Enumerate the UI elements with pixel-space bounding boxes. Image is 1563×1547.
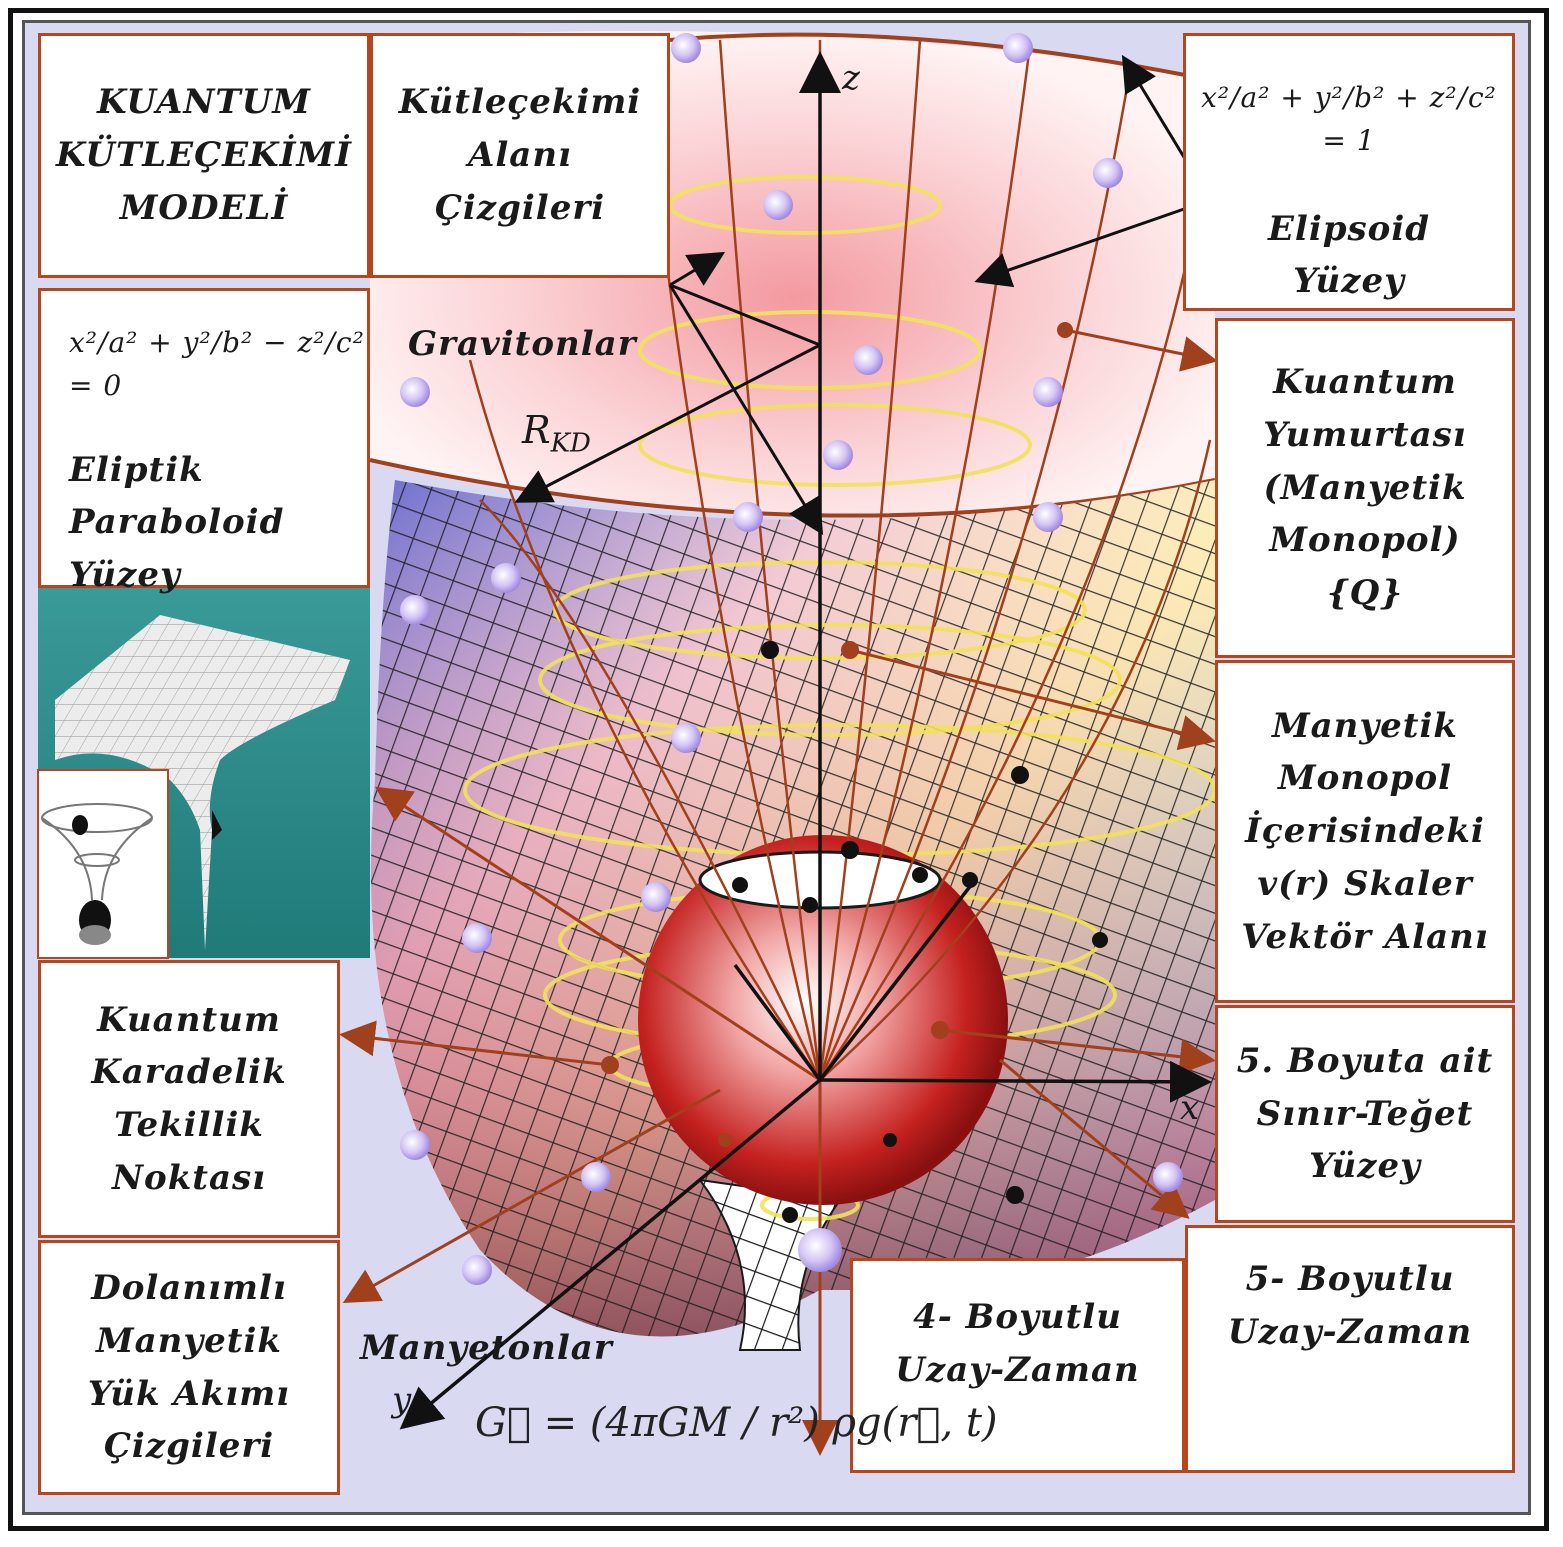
title-line-2: KÜTLEÇEKİMİ <box>55 135 353 176</box>
boundary-line-1: 5. Boyuta ait <box>1236 1040 1494 1081</box>
scalar-field-line-1: Manyetik <box>1272 705 1458 746</box>
magnetic-current-line-3: Yük Akımı <box>87 1373 291 1414</box>
inset-singularity-marker <box>212 810 222 840</box>
spacetime-4d-line-1: 4- Boyutlu <box>913 1297 1122 1337</box>
title-line-3: MODELİ <box>119 187 289 228</box>
inset-lower-blob-shadow <box>79 925 111 945</box>
ellipsoid-line-1: Elipsoid <box>1267 208 1431 249</box>
quantum-egg-line-5: {Q} <box>1326 573 1404 614</box>
quantum-egg-line-4: Monopol) <box>1269 520 1461 561</box>
radius-label: RKD <box>522 408 591 459</box>
paraboloid-equation: x²/a² + y²/b² − z²/c² = 0 <box>69 326 365 403</box>
field-line-dots <box>601 322 1073 1147</box>
boundary-box: 5. Boyuta ait Sınır-Teğet Yüzey <box>1215 1005 1515 1223</box>
blackhole-box: Kuantum Karadelik Tekillik Noktası <box>38 960 340 1238</box>
quantum-egg-box: Kuantum Yumurtası (Manyetik Monopol) {Q} <box>1215 318 1515 658</box>
paraboloid-box: x²/a² + y²/b² − z²/c² = 0 Eliptik Parabo… <box>38 288 370 595</box>
coordinate-axes <box>399 51 1212 1430</box>
quantum-egg-line-1: Kuantum <box>1273 362 1457 403</box>
singularity-point <box>798 1228 842 1272</box>
inset-paraboloid-grid <box>55 615 350 950</box>
ellipsoid-top-rim <box>669 32 1186 77</box>
blackhole-line-3: Tekillik <box>114 1105 264 1145</box>
boundary-line-3: Yüzey <box>1309 1146 1421 1187</box>
scalar-field-line-2: Monopol <box>1277 758 1453 799</box>
gravitons <box>400 33 1183 1285</box>
magnetic-current-line-1: Dolanımlı <box>91 1268 287 1309</box>
funnel-mesh <box>700 1180 840 1350</box>
inset-funnel-drawing <box>41 803 153 901</box>
ellipsoid-equation: x²/a² + y²/b² + z²/c² = 1 <box>1201 81 1497 158</box>
magnetic-current-box: Dolanımlı Manyetik Yük Akımı Çizgileri <box>38 1240 340 1495</box>
ellipsoid-line-2: Yüzey <box>1293 261 1405 302</box>
spacetime-5d-line-2: Uzay-Zaman <box>1227 1311 1473 1352</box>
z-axis-label: z <box>842 58 860 98</box>
radius-symbol: R <box>522 408 551 452</box>
paraboloid-line-2: Paraboloid <box>69 502 285 543</box>
magnetic-current-line-4: Çizgileri <box>103 1426 275 1467</box>
gravitons-label: Gravitonlar <box>408 324 637 364</box>
title-line-1: KUANTUM <box>97 82 311 123</box>
blackhole-line-1: Kuantum <box>97 999 281 1040</box>
brown-indicator-arrows <box>339 328 1218 1456</box>
scalar-field-line-3: İçerisindeki <box>1245 811 1485 852</box>
paraboloid-line-1: Eliptik <box>69 449 204 490</box>
x-axis-label: x <box>1180 1088 1200 1128</box>
quantum-egg-line-2: Yumurtası <box>1263 414 1467 455</box>
field-lines-box: Kütleçekimi Alanı Çizgileri <box>370 33 670 278</box>
blackhole-line-2: Karadelik <box>91 1052 287 1093</box>
blackhole-line-4: Noktası <box>111 1157 267 1198</box>
field-lines-line-1: Kütleçekimi <box>398 82 642 123</box>
y-axis-label: y <box>392 1380 412 1420</box>
field-lines-line-2: Alanı <box>468 135 572 176</box>
quantum-egg-line-3: (Manyetik <box>1263 467 1467 508</box>
scalar-field-line-5: Vektör Alanı <box>1241 916 1489 957</box>
spacetime-4d-box: 4- Boyutlu Uzay-Zaman <box>850 1258 1185 1473</box>
magnetons-label: Manyetonlar <box>360 1328 613 1368</box>
spacetime-5d-box: 5- Boyutlu Uzay-Zaman <box>1185 1225 1515 1473</box>
paraboloid-line-3: Yüzey <box>69 555 181 596</box>
spacetime-4d-line-2: Uzay-Zaman <box>895 1349 1140 1390</box>
title-box: KUANTUM KÜTLEÇEKİMİ MODELİ <box>38 33 370 278</box>
scalar-field-box: Manyetik Monopol İçerisindeki v(r) Skale… <box>1215 660 1515 1003</box>
spacetime-5d-line-1: 5- Boyutlu <box>1245 1259 1455 1299</box>
ellipsoid-box: x²/a² + y²/b² + z²/c² = 1 Elipsoid Yüzey <box>1183 33 1515 311</box>
outer-frame <box>8 8 1549 1531</box>
scalar-field-line-4: v(r) Skaler <box>1257 863 1473 904</box>
boundary-line-2: Sınır-Teğet <box>1256 1093 1474 1134</box>
field-lines-line-3: Çizgileri <box>434 187 606 228</box>
gravity-formula: G⃗ = (4πGM / r²) ρg(r⃗, t) <box>475 1400 998 1446</box>
magnetic-current-line-2: Manyetik <box>96 1320 282 1361</box>
radius-subscript: KD <box>550 428 591 459</box>
inset-upper-dot <box>72 815 88 835</box>
